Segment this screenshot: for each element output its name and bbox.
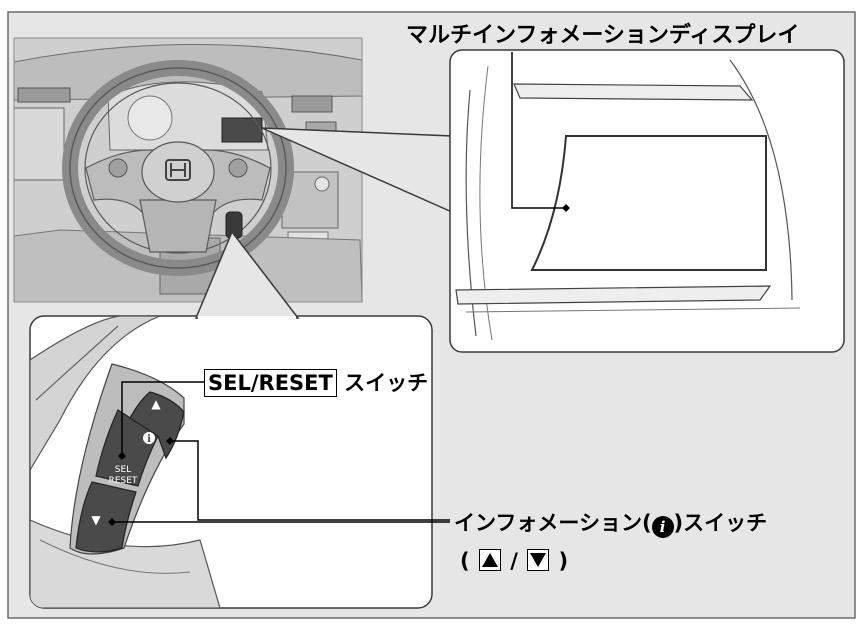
sel-reset-button[interactable]: [95, 409, 159, 487]
leader-markers: [108, 204, 570, 526]
up-triangle-icon: ▲: [151, 397, 161, 411]
info-icon-glyph: i: [147, 434, 151, 445]
info-icon: [143, 432, 155, 444]
display-leader-line: [511, 52, 566, 209]
info-switch-suffix: )スイッチ: [673, 511, 768, 535]
info-switch-prefix: インフォメーション(: [454, 511, 652, 535]
multi-info-display-label: マルチインフォメーションディスプレイ: [406, 23, 800, 48]
arrows-close: ): [558, 549, 569, 573]
info-switch-label: インフォメーション(i)スイッチ: [454, 507, 767, 538]
mid-highlight: [221, 117, 263, 143]
sel-reset-suffix: スイッチ: [344, 371, 429, 395]
sel-reset-leader-line: [121, 381, 204, 456]
info-icon: i: [651, 516, 674, 538]
leader-lines: [112, 52, 566, 523]
switch-zoom-panel: ▲ i SEL RESET ▼: [29, 315, 433, 609]
sel-text: SEL: [115, 465, 131, 475]
display-zoom-panel: [449, 49, 845, 353]
arrow-keys-label: ( / ): [460, 549, 568, 573]
multi-info-display-screen: [530, 135, 767, 271]
up-triangle-icon: [478, 549, 501, 571]
down-triangle-icon: [527, 549, 550, 571]
info-down-button[interactable]: [75, 481, 137, 553]
honda-logo: [165, 159, 191, 181]
sel-reset-switch-label: SEL/RESET スイッチ: [204, 367, 428, 397]
down-triangle-icon: ▼: [91, 513, 101, 527]
info-up-leader-line: [172, 440, 450, 521]
arrows-open: (: [460, 549, 470, 573]
sel-reset-key-box: SEL/RESET: [204, 369, 337, 397]
arrows-separator: /: [510, 549, 518, 573]
reset-text: RESET: [109, 476, 138, 486]
cockpit-illustration: [13, 37, 363, 303]
